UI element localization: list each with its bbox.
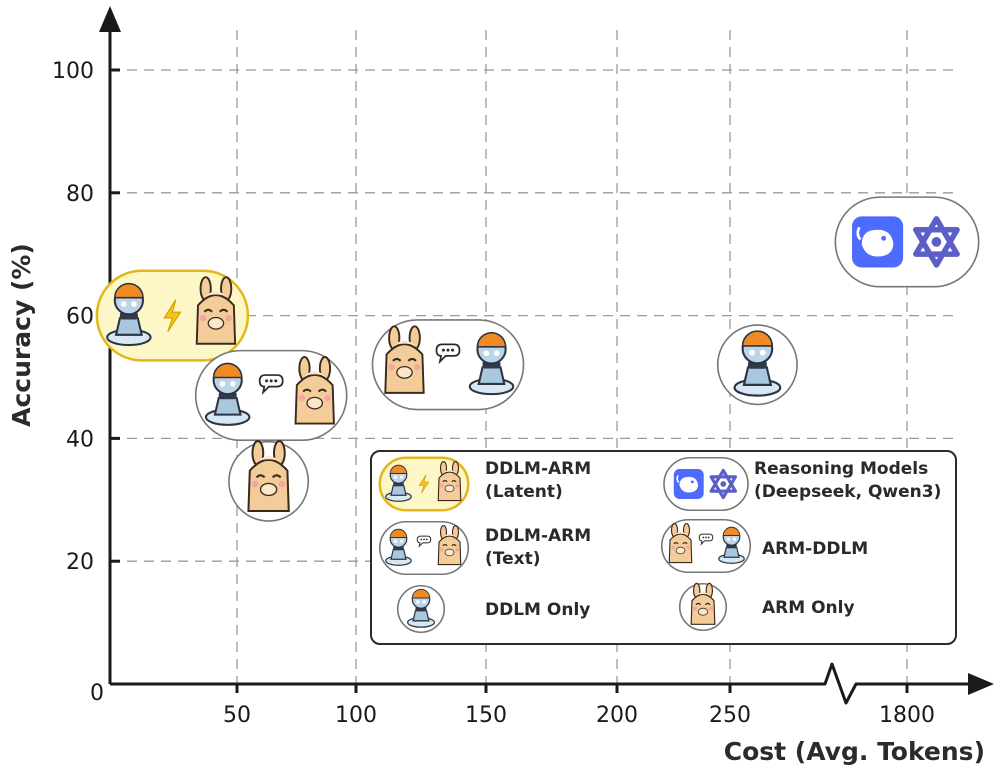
legend-label: ARM-DDLM	[762, 539, 868, 559]
x-tick-label: 200	[596, 703, 638, 728]
y-tick-label: 100	[52, 59, 94, 84]
legend-label: Reasoning Models(Deepseek, Qwen3)	[754, 459, 941, 502]
robot-icon	[385, 528, 412, 566]
data-point	[194, 349, 348, 442]
axes	[99, 6, 994, 705]
llama-icon	[195, 276, 237, 345]
llama-icon	[247, 440, 290, 512]
legend-item: Reasoning Models(Deepseek, Qwen3)	[663, 456, 941, 512]
deepseek-icon	[673, 469, 704, 499]
legend-marker	[660, 518, 752, 574]
legend: DDLM-ARM(Latent) Reasoning Models(Deepsee…	[370, 450, 957, 645]
legend-label: ARM Only	[762, 598, 855, 618]
bolt-icon	[163, 299, 182, 333]
speech-icon	[698, 533, 714, 546]
legend-marker	[663, 456, 749, 512]
data-point	[228, 440, 310, 522]
data-point	[95, 269, 250, 362]
qwen-icon	[913, 216, 960, 268]
qwen-icon	[709, 468, 737, 500]
data-point	[371, 319, 525, 411]
llama-icon	[437, 524, 462, 566]
x-axis-arrow	[968, 673, 994, 695]
data-point	[834, 196, 980, 288]
robot-icon	[406, 588, 436, 628]
x-tick-label: 50	[223, 703, 251, 728]
x-axis-title: Cost (Avg. Tokens)	[724, 737, 985, 766]
legend-marker	[378, 520, 470, 576]
legend-item: DDLM-ARM(Latent)	[378, 456, 591, 512]
x-tick-label: 250	[709, 703, 751, 728]
speech-icon	[435, 343, 461, 365]
y-tick-label: 80	[66, 182, 94, 207]
legend-marker	[396, 584, 446, 634]
axis-titles: Cost (Avg. Tokens) Accuracy (%)	[7, 243, 985, 766]
x-tick-label: 1800	[879, 703, 935, 728]
robot-icon	[204, 362, 251, 426]
robot-icon	[106, 282, 152, 347]
llama-icon	[294, 356, 335, 425]
legend-item: ARM Only	[678, 582, 855, 632]
legend-marker	[678, 582, 728, 632]
legend-item: ARM-DDLM	[660, 518, 868, 574]
legend-item: DDLM-ARM(Text)	[378, 520, 591, 576]
y-tick-label: 20	[66, 550, 94, 575]
data-point	[716, 324, 798, 406]
llama-icon	[384, 325, 425, 394]
y-axis-title: Accuracy (%)	[7, 243, 36, 427]
llama-icon	[437, 460, 462, 502]
data-points	[95, 196, 980, 522]
y-tick-label: 60	[66, 305, 94, 330]
y-tick-label: 40	[66, 427, 94, 452]
x-axis-line	[110, 662, 972, 705]
legend-label: DDLM-ARM(Text)	[485, 526, 591, 569]
tick-labels: 50 100 150 200 250 1800 0 20 40 60 80 100	[52, 59, 935, 728]
robot-icon	[718, 526, 745, 564]
legend-label: DDLM Only	[485, 600, 590, 620]
y-axis-arrow	[99, 6, 121, 32]
deepseek-icon	[852, 216, 904, 268]
llama-icon	[668, 522, 693, 564]
legend-label: DDLM-ARM(Latent)	[485, 459, 591, 502]
x-tick-label: 100	[335, 703, 377, 728]
llama-icon	[690, 582, 716, 625]
robot-icon	[468, 332, 515, 396]
legend-item: DDLM Only	[396, 584, 590, 634]
x-tick-label: 150	[465, 703, 507, 728]
speech-icon	[416, 535, 432, 548]
legend-marker	[378, 456, 470, 512]
robot-icon	[385, 464, 412, 502]
y-tick-label: 0	[90, 681, 104, 706]
speech-icon	[258, 374, 284, 395]
robot-icon	[733, 330, 782, 397]
bolt-icon	[418, 474, 430, 494]
